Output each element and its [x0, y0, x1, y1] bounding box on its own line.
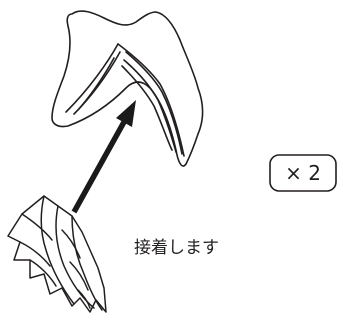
- strip-crease-c: [29, 259, 57, 287]
- strip-part-illustration: [7, 195, 107, 313]
- glued-strip-left-edge: [65, 43, 119, 113]
- glued-strip-inner-right-1: [125, 51, 183, 155]
- arrow-head: [116, 100, 136, 127]
- glued-strip-inner-right-3: [121, 65, 173, 151]
- strip-outline: [7, 195, 107, 313]
- quantity-label: × 2: [285, 161, 321, 185]
- strip-fold-3: [71, 215, 103, 311]
- strip-crease-d: [61, 229, 81, 259]
- strip-crease-e: [69, 261, 89, 291]
- instruction-caption: 接着します: [134, 238, 219, 258]
- glued-strip-right-edge: [117, 43, 185, 157]
- glued-strip-inner-right-2: [123, 59, 177, 153]
- strip-crease-f: [77, 289, 91, 309]
- strip-fold-1: [40, 195, 75, 305]
- quantity-badge-frame: [269, 154, 337, 192]
- quantity-badge: × 2: [269, 154, 337, 192]
- strip-crease-a: [21, 213, 53, 241]
- arrow-shaft: [71, 120, 127, 214]
- attach-arrow: [71, 100, 136, 214]
- assembled-part-illustration: [51, 10, 204, 167]
- tooth-outline: [51, 10, 204, 167]
- glued-strip-inner-left: [77, 57, 115, 111]
- glued-strip-fold-line: [73, 51, 121, 115]
- strip-crease-b: [19, 241, 51, 267]
